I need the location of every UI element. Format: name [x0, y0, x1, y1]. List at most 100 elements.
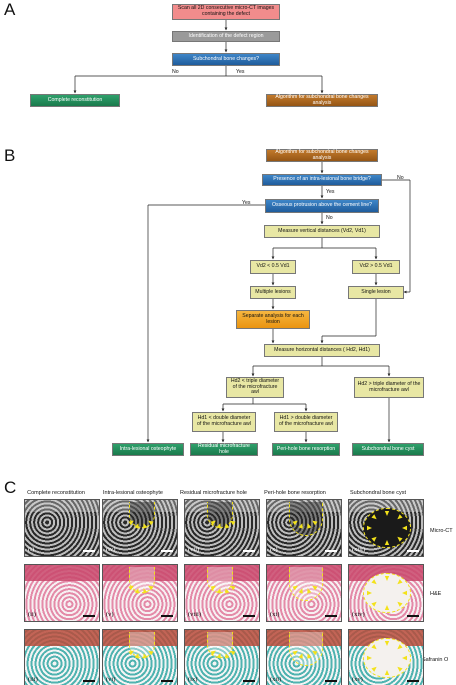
scale-bar: [243, 615, 255, 617]
yellow-arrow-icon: [292, 520, 298, 526]
scale-bar: [83, 680, 95, 682]
micrograph-tile: (x): [266, 499, 342, 557]
yellow-arrow-icon: [371, 514, 377, 520]
micrograph-tile: (v): [102, 564, 178, 622]
yellow-arrow-icon: [225, 523, 230, 529]
yellow-arrow-icon: [225, 653, 230, 659]
yellow-arrow-icon: [292, 585, 298, 591]
micrograph-tile: (iv): [102, 499, 178, 557]
yellow-arrow-icon: [292, 585, 318, 594]
yellow-arrow-icon: [134, 523, 139, 529]
micrograph-tile: (vii): [184, 499, 260, 557]
yellow-arrow-icon: [298, 588, 303, 594]
micrograph-tile: (i): [24, 499, 100, 557]
yellow-arrow-icon: [230, 520, 236, 526]
lesion-region: [289, 502, 323, 536]
box-hd2-greater: Hd2 > triple diameter of the microfractu…: [354, 377, 424, 398]
yellow-arrow-icon: [371, 536, 377, 542]
yellow-arrow-icon: [397, 666, 403, 672]
micrograph-tile: (xii): [266, 629, 342, 685]
yellow-arrow-icon: [216, 588, 221, 594]
scale-bar: [325, 550, 337, 552]
scale-bar: [161, 680, 173, 682]
box-hd1-less: Hd1 < double diameter of the microfractu…: [192, 412, 256, 432]
micrograph-label: (viii): [188, 611, 201, 618]
label-yes-bridge: Yes: [326, 189, 335, 195]
box-protrusion-question: Osseous protrusion above the cement line…: [265, 199, 379, 213]
yellow-arrow-icon: [292, 520, 318, 529]
micrograph-label: (ii): [28, 611, 36, 618]
cartilage-layer: [25, 500, 99, 512]
yellow-arrow-icon: [210, 585, 236, 594]
yellow-arrow-icon: [312, 585, 318, 591]
yellow-arrow-icon: [402, 590, 407, 596]
yellow-arrow-icon: [402, 525, 407, 531]
yellow-arrow-icon: [292, 650, 298, 656]
micrograph-label: (xii): [270, 676, 282, 683]
lesion-region: [289, 567, 323, 601]
yellow-arrow-icon: [307, 653, 312, 659]
column-header-complete: Complete reconstitution: [27, 490, 85, 496]
box-vd-greater: Vd2 > 0.5 Vd1: [352, 260, 400, 274]
yellow-arrow-icon: [143, 588, 148, 594]
micrograph-label: (vi): [106, 676, 116, 683]
yellow-arrow-icon: [397, 644, 403, 650]
yellow-arrow-icon: [128, 585, 154, 594]
yellow-arrow-icon: [128, 520, 154, 529]
box-algorithm-a: Algorithm for subchondral bone changes a…: [266, 94, 378, 107]
yellow-arrow-icon: [128, 650, 134, 656]
yellow-arrow-icon: [128, 585, 134, 591]
micrograph-tile: (xi): [266, 564, 342, 622]
yellow-arrow-icon: [307, 523, 312, 529]
micrograph-label: (xi): [270, 611, 280, 618]
box-outcome-cyst: Subchondral bone cyst: [352, 443, 424, 456]
label-yes-protrusion: Yes: [242, 200, 251, 206]
yellow-arrow-icon: [128, 520, 134, 526]
box-separate-analysis: Separate analysis for each lesion: [236, 310, 310, 329]
yellow-arrow-icon: [384, 670, 390, 675]
yellow-arrow-icon: [397, 514, 403, 520]
panel-letter-a: A: [4, 0, 16, 19]
yellow-arrow-icon: [367, 590, 372, 596]
box-multiple-lesions: Multiple lesions: [250, 286, 296, 299]
yellow-arrow-icon: [397, 536, 403, 542]
label-no-bridge: No: [397, 175, 404, 181]
yellow-arrow-icon: [128, 650, 154, 659]
micrograph-tile: (xiv): [348, 564, 424, 622]
yellow-arrow-icon: [143, 523, 148, 529]
yellow-arrow-icon: [210, 650, 236, 659]
yellow-arrow-icon: [384, 605, 390, 610]
label-yes-a: Yes: [236, 69, 245, 75]
yellow-arrow-icon: [384, 641, 390, 646]
yellow-arrow-icon: [367, 641, 407, 675]
box-identify-defect: Identification of the defect region: [172, 31, 280, 42]
micrograph-label: (xiii): [352, 546, 365, 553]
label-no-a: No: [172, 69, 179, 75]
yellow-arrow-icon: [371, 644, 377, 650]
panel-letter-b: B: [4, 146, 16, 165]
micrograph-tile: (xiii): [348, 499, 424, 557]
scale-bar: [407, 550, 419, 552]
yellow-arrow-icon: [298, 523, 303, 529]
yellow-arrow-icon: [148, 650, 154, 656]
scale-bar: [325, 680, 337, 682]
row-label-he: H&E: [430, 591, 442, 597]
box-scan-images: Scan all 2D consecutive micro-CT images …: [172, 4, 280, 20]
box-hd2-less: Hd2 < triple diameter of the microfractu…: [226, 377, 284, 398]
cartilage-layer: [25, 630, 99, 646]
yellow-arrow-icon: [384, 540, 390, 545]
yellow-arrow-icon: [384, 576, 390, 581]
cartilage-layer: [25, 565, 99, 581]
yellow-arrow-icon: [210, 650, 216, 656]
box-outcome-hole: Residual microfracture hole: [190, 443, 258, 456]
yellow-arrow-icon: [384, 511, 390, 516]
micrograph-tile: (ii): [24, 564, 100, 622]
yellow-arrow-icon: [225, 588, 230, 594]
column-header-osteophyte: Intra-lesional osteophyte: [103, 490, 163, 496]
micrograph-label: (xiv): [352, 611, 365, 618]
scale-bar: [325, 615, 337, 617]
yellow-arrow-icon: [210, 520, 236, 529]
row-label-safranin: Safranin O: [422, 657, 449, 663]
box-subchondral-question: Subchondral bone changes?: [172, 53, 280, 66]
box-measure-horizontal: Measure horizontal distances ( Hd2, Hd1): [264, 344, 380, 357]
